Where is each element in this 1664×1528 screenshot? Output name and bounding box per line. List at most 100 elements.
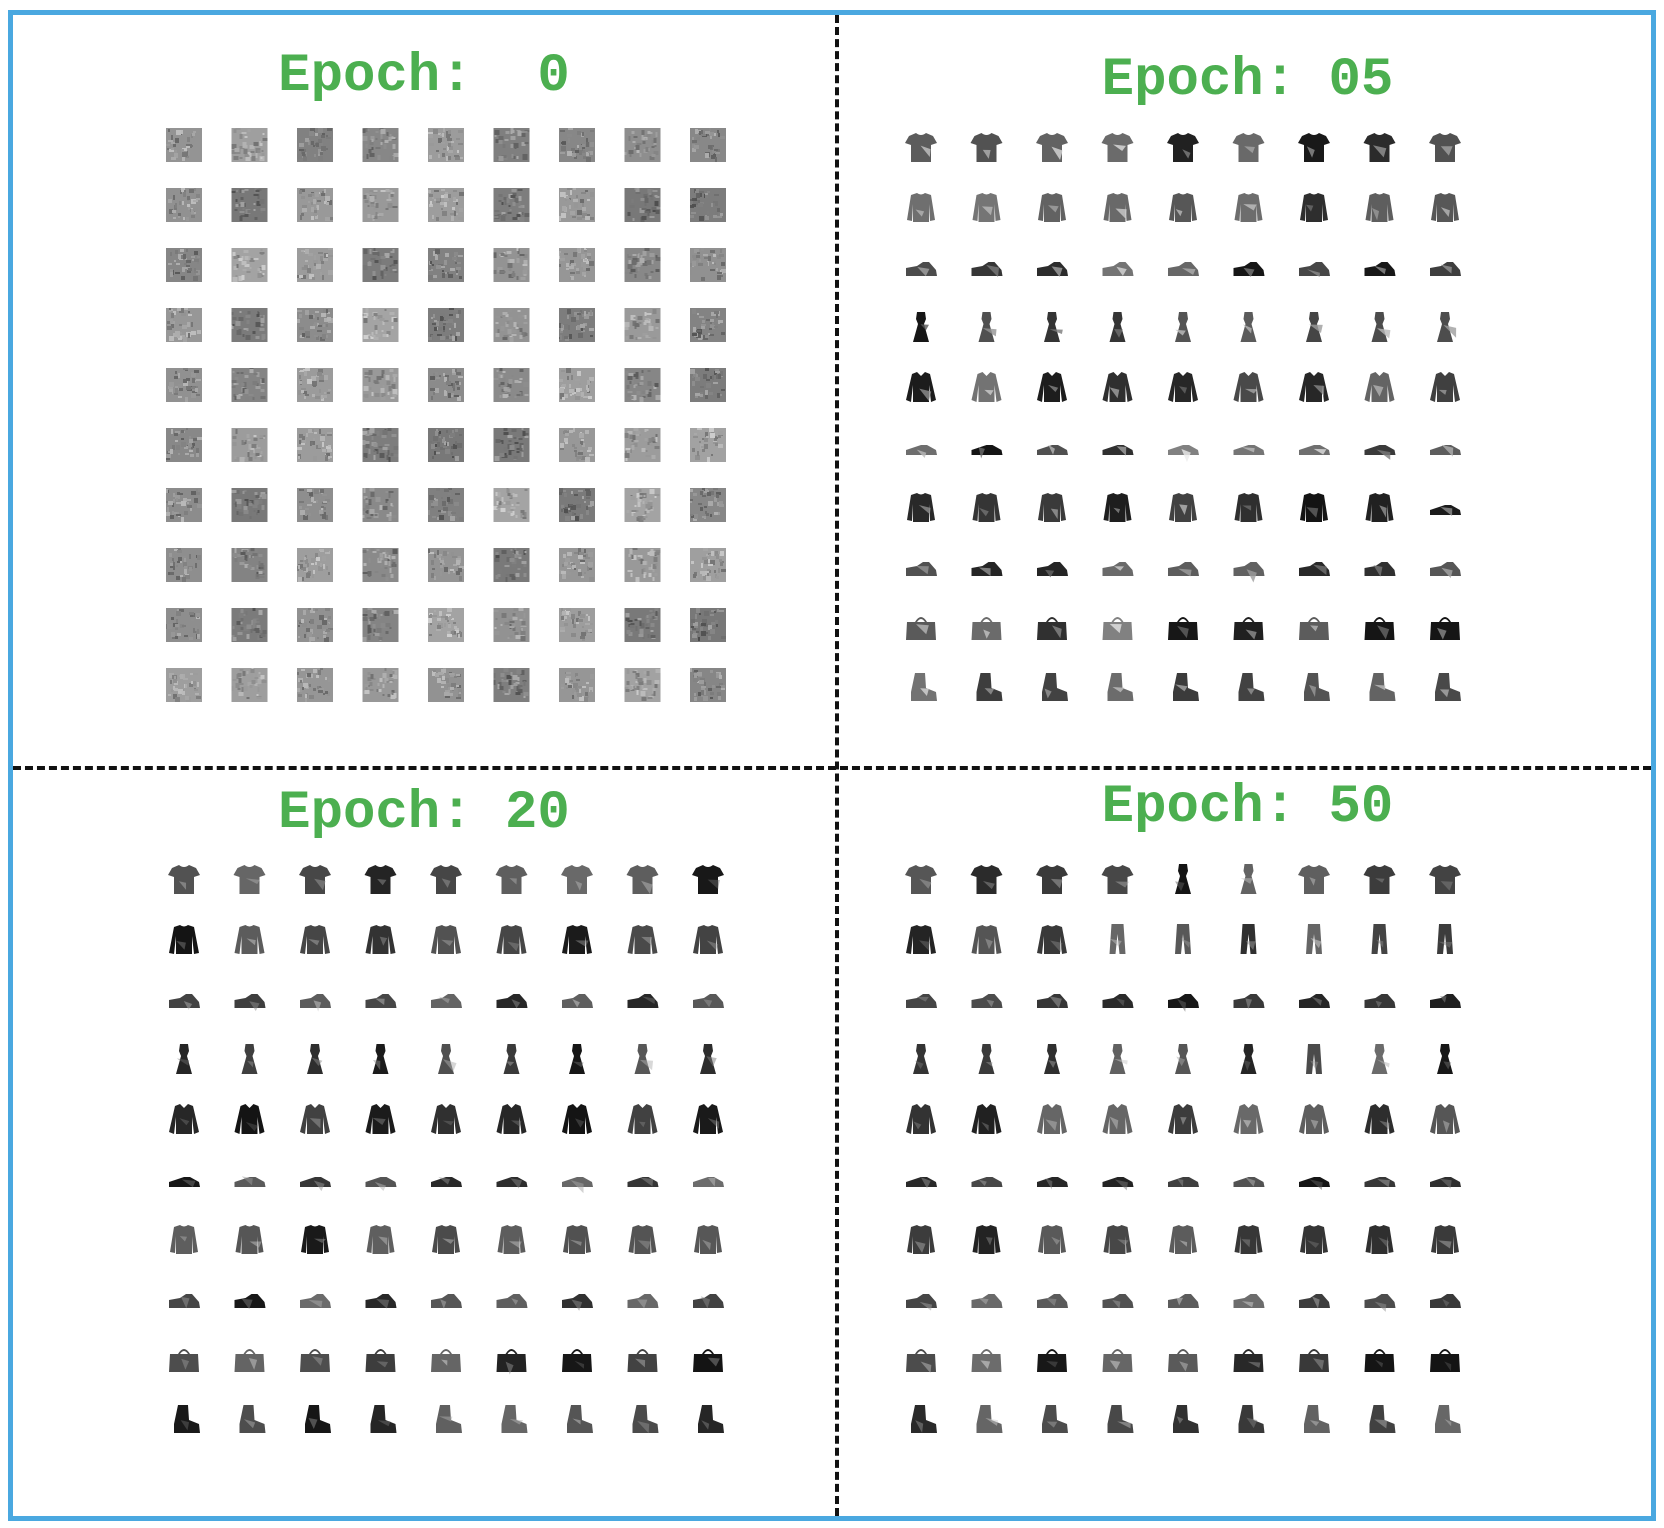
noise-pixel bbox=[699, 441, 701, 443]
noise-pixel bbox=[702, 449, 705, 452]
noise-pixel bbox=[457, 262, 461, 264]
noise-pixel bbox=[710, 376, 712, 379]
noise-pixel bbox=[568, 685, 572, 688]
bag-sample bbox=[562, 1349, 592, 1372]
sample-thumbnail bbox=[362, 668, 399, 702]
noise-pixel bbox=[172, 511, 174, 516]
noise-pixel bbox=[254, 628, 260, 633]
noise-pixel bbox=[314, 210, 317, 213]
noise-pixel bbox=[197, 256, 200, 258]
noise-pixel bbox=[445, 253, 449, 257]
sample-texture bbox=[569, 1239, 582, 1246]
noise-pixel bbox=[256, 621, 260, 623]
noise-pixel bbox=[691, 561, 694, 564]
noise-pixel bbox=[257, 674, 261, 677]
dress-sample bbox=[1044, 1044, 1060, 1074]
noise-pixel bbox=[386, 552, 389, 557]
noise-pixel bbox=[243, 506, 248, 510]
noise-pixel bbox=[184, 635, 188, 637]
noise-pixel bbox=[521, 133, 526, 137]
noise-pixel bbox=[243, 510, 249, 514]
sample-texture bbox=[919, 1301, 933, 1311]
noise-pixel bbox=[457, 150, 459, 153]
sample-thumbnail bbox=[166, 368, 202, 402]
sample-thumbnail bbox=[496, 1294, 528, 1308]
sample-texture bbox=[1175, 329, 1186, 336]
noise-pixel bbox=[649, 216, 655, 218]
sample-thumbnail bbox=[1109, 312, 1126, 342]
noise-pixel bbox=[373, 614, 377, 619]
noise-pixel bbox=[587, 253, 591, 258]
noise-pixel bbox=[703, 635, 708, 638]
sample-texture bbox=[1439, 996, 1447, 1003]
sample-thumbnail bbox=[627, 1104, 658, 1134]
sample-texture bbox=[575, 880, 583, 891]
sample-texture bbox=[1243, 267, 1255, 278]
sample-thumbnail bbox=[231, 548, 268, 582]
sample-texture bbox=[1376, 1059, 1390, 1068]
noise-pixel bbox=[577, 371, 581, 376]
sample-texture bbox=[1050, 940, 1063, 953]
noise-pixel bbox=[391, 692, 394, 695]
sample-texture bbox=[1444, 1361, 1452, 1372]
noise-pixel bbox=[652, 569, 655, 572]
sample-texture bbox=[1313, 448, 1327, 455]
sample-thumbnail bbox=[559, 608, 595, 642]
tshirt-sample bbox=[1167, 133, 1199, 162]
noise-pixel bbox=[642, 391, 645, 394]
noise-pixel bbox=[511, 429, 517, 432]
sample-texture bbox=[1045, 1178, 1053, 1190]
noise-pixel bbox=[497, 505, 501, 508]
noise-pixel bbox=[328, 678, 331, 682]
sample-texture bbox=[1179, 1361, 1189, 1372]
noise-pixel bbox=[178, 557, 182, 561]
noise-pixel bbox=[521, 621, 526, 625]
sandal-sample bbox=[906, 1177, 937, 1187]
noise-pixel bbox=[692, 198, 695, 201]
noise-pixel bbox=[580, 636, 585, 639]
noise-pixel bbox=[569, 205, 571, 209]
noise-pixel bbox=[496, 501, 499, 505]
noise-pixel bbox=[699, 259, 701, 262]
pullover-sample bbox=[300, 925, 330, 954]
noise-pixel bbox=[503, 432, 509, 435]
noise-pixel bbox=[568, 508, 570, 510]
noise-pixel bbox=[494, 210, 500, 212]
noise-pixel bbox=[636, 493, 640, 498]
noise-pixel bbox=[312, 445, 316, 450]
noise-pixel bbox=[501, 613, 507, 618]
noise-pixel bbox=[561, 571, 566, 574]
noise-pixel bbox=[562, 611, 566, 615]
noise-pixel bbox=[367, 194, 370, 197]
noise-pixel bbox=[443, 551, 447, 556]
noise-pixel bbox=[308, 140, 310, 145]
sneaker-sample bbox=[169, 994, 200, 1008]
noise-pixel bbox=[513, 327, 517, 330]
noise-pixel bbox=[167, 321, 170, 324]
noise-pixel bbox=[628, 373, 634, 376]
noise-pixel bbox=[705, 390, 708, 395]
noise-pixel bbox=[367, 672, 371, 675]
noise-pixel bbox=[561, 142, 566, 144]
sample-texture bbox=[919, 940, 930, 951]
noise-pixel bbox=[316, 336, 319, 340]
noise-pixel bbox=[299, 149, 304, 151]
sample-texture bbox=[637, 1421, 650, 1434]
noise-pixel bbox=[562, 490, 566, 492]
noise-pixel bbox=[251, 156, 256, 161]
noise-pixel bbox=[645, 318, 650, 321]
noise-pixel bbox=[393, 454, 399, 457]
noise-pixel bbox=[704, 571, 709, 575]
noise-pixel bbox=[260, 157, 263, 159]
noise-pixel bbox=[435, 327, 440, 330]
noise-pixel bbox=[580, 614, 585, 618]
coat-sample bbox=[1102, 1104, 1133, 1134]
noise-pixel bbox=[374, 449, 378, 451]
sample-thumbnail bbox=[1430, 562, 1461, 579]
sample-grid bbox=[905, 864, 1461, 1433]
noise-pixel bbox=[315, 553, 318, 558]
noise-pixel bbox=[456, 270, 458, 273]
noise-pixel bbox=[376, 376, 382, 380]
sample-texture bbox=[1051, 625, 1062, 639]
noise-pixel bbox=[309, 315, 313, 319]
